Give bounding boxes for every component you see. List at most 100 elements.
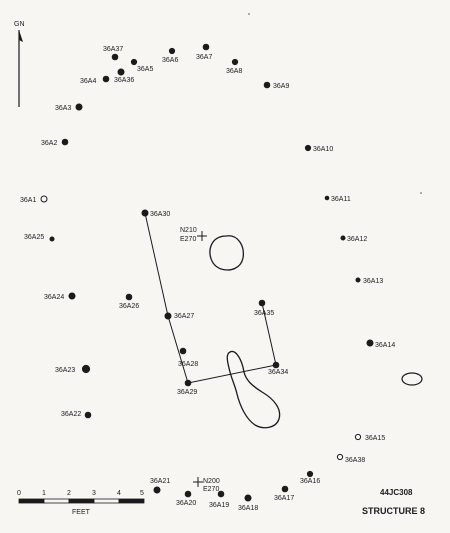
small-pit-outline [401, 372, 423, 386]
scale-tick-label: 4 [117, 490, 121, 497]
datum-label-line2: E270 [203, 486, 219, 493]
post-hole-label: 36A38 [345, 457, 365, 464]
post-hole-marker [184, 379, 192, 387]
post-hole-label: 36A3 [55, 105, 71, 112]
post-hole-label: 36A12 [347, 236, 367, 243]
site-number: 44JC308 [380, 488, 413, 497]
connection-line [167, 315, 189, 384]
post-hole-label: 36A27 [174, 313, 194, 320]
post-hole-label: 36A4 [80, 78, 96, 85]
post-hole-36a12: 36A12 [340, 235, 367, 243]
post-hole-36a2: 36A2 [41, 138, 69, 147]
post-hole-36a10: 36A10 [304, 144, 333, 153]
post-hole-36a4: 36A4 [80, 75, 110, 85]
post-hole-36a15: 36A15 [354, 433, 385, 442]
post-hole-36a24: 36A24 [44, 292, 76, 301]
post-hole-label: 36A19 [209, 502, 229, 509]
post-hole-marker [304, 144, 312, 152]
post-hole-marker [75, 103, 83, 111]
scale-segment [18, 498, 45, 504]
post-hole-36a17: 36A17 [274, 485, 294, 502]
north-arrow-label: GN [14, 21, 25, 28]
scale-tick-label: 0 [17, 490, 21, 497]
post-hole-36a5: 36A5 [130, 58, 153, 73]
post-hole-marker [202, 43, 210, 51]
post-hole-36a7: 36A7 [196, 43, 212, 61]
post-hole-36a29: 36A29 [177, 379, 197, 396]
post-hole-label: 36A18 [238, 505, 258, 512]
post-hole-label: 36A2 [41, 140, 57, 147]
post-hole-36a25: 36A25 [24, 234, 55, 242]
post-hole-marker [244, 494, 252, 502]
post-hole-36a23: 36A23 [55, 364, 91, 374]
post-hole-36a11: 36A11 [324, 195, 351, 203]
post-hole-label: 36A5 [137, 66, 153, 73]
post-hole-marker [263, 81, 271, 89]
post-hole-marker [354, 433, 362, 441]
north-arrow-head [19, 30, 23, 42]
datum-label-line1: N200 [203, 478, 220, 485]
post-hole-label: 36A26 [119, 303, 139, 310]
post-hole-36a6: 36A6 [162, 47, 178, 64]
post-hole-36a36: 36A36 [114, 68, 134, 84]
post-hole-label: 36A6 [162, 57, 178, 64]
post-hole-marker [324, 195, 330, 201]
post-hole-marker [306, 470, 314, 478]
post-hole-label: 36A37 [103, 46, 123, 53]
north-arrow: GN [14, 21, 25, 107]
post-hole-36a9: 36A9 [263, 81, 289, 90]
scale-segment [93, 498, 120, 504]
post-hole-36a13: 36A13 [355, 277, 383, 285]
post-hole-label: 36A21 [150, 478, 170, 485]
post-hole-label: 36A28 [178, 361, 198, 368]
post-hole-label: 36A9 [273, 83, 289, 90]
post-hole-36a38: 36A38 [336, 453, 365, 464]
post-hole-36a18: 36A18 [238, 494, 258, 512]
post-hole-label: 36A15 [365, 435, 385, 442]
post-hole-marker [355, 277, 361, 283]
post-hole-label: 36A11 [331, 196, 351, 203]
connection-lines [144, 212, 277, 384]
post-hole-36a21: 36A21 [150, 478, 170, 494]
post-hole-label: 36A8 [226, 68, 242, 75]
connection-line [187, 364, 277, 384]
post-hole-label: 36A30 [150, 211, 170, 218]
post-hole-marker [184, 490, 192, 498]
speck [420, 192, 422, 194]
post-hole-label: 36A24 [44, 294, 64, 301]
scale-unit-label: FEET [72, 509, 91, 516]
post-hole-label: 36A35 [254, 310, 274, 317]
scale-tick-label: 5 [140, 490, 144, 497]
post-hole-label: 36A14 [375, 342, 395, 349]
post-hole-label: 36A7 [196, 54, 212, 61]
post-hole-label: 36A17 [274, 495, 294, 502]
post-hole-marker [102, 75, 110, 83]
post-hole-label: 36A22 [61, 411, 81, 418]
post-hole-36a19: 36A19 [209, 490, 229, 509]
post-hole-marker [141, 209, 149, 217]
oval-pit-outline [209, 235, 244, 271]
post-hole-36a26: 36A26 [119, 293, 139, 310]
post-hole-marker [272, 361, 280, 369]
scale-segment [118, 498, 145, 504]
post-hole-36a20: 36A20 [176, 490, 196, 507]
post-hole-marker [336, 453, 344, 461]
post-hole-marker [49, 236, 55, 242]
post-hole-label: 36A29 [177, 389, 197, 396]
post-hole-marker [168, 47, 176, 55]
post-hole-36a35: 36A35 [254, 299, 274, 317]
post-hole-marker [340, 235, 346, 241]
scale-tick-label: 1 [42, 490, 46, 497]
scale-tick-label: 3 [92, 490, 96, 497]
post-hole-marker [68, 292, 76, 300]
post-hole-marker [231, 58, 239, 66]
post-hole-marker [125, 293, 133, 301]
post-hole-marker [164, 312, 172, 320]
post-hole-marker [281, 485, 289, 493]
post-hole-label: 36A16 [300, 478, 320, 485]
post-hole-marker [61, 138, 69, 146]
post-hole-36a28: 36A28 [178, 347, 198, 368]
post-hole-36a8: 36A8 [226, 58, 242, 75]
post-hole-marker [217, 490, 225, 498]
